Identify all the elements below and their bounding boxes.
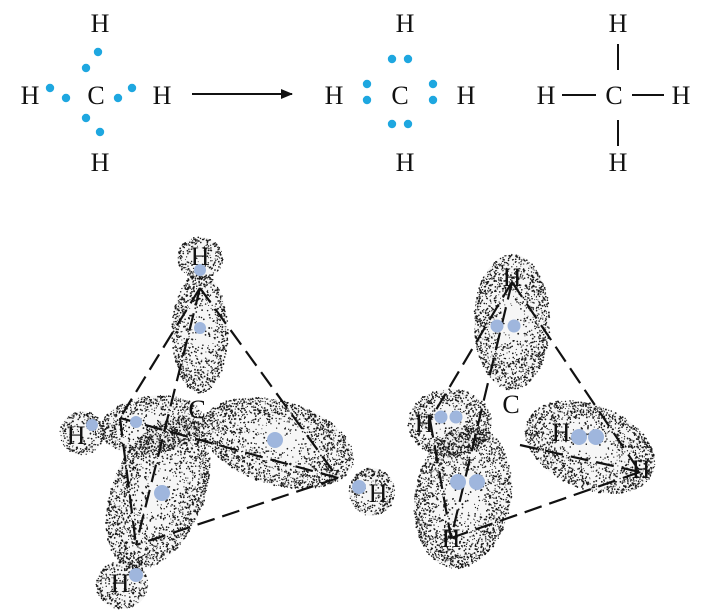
valence-electron-dots — [45, 47, 137, 137]
hydrogen-right-label: H — [672, 81, 691, 110]
hydrogen-top-label: H — [191, 242, 210, 271]
hydrogen-right-label: H — [153, 81, 172, 110]
hydrogen-left-label: H — [325, 81, 344, 110]
stipple-dots — [100, 394, 204, 455]
hydrogen-right-label: H — [457, 81, 476, 110]
stipple-dots — [407, 388, 492, 458]
hydrogen-bottom-label: H — [442, 524, 461, 553]
bonded-methane-orbital-model: H H C H H H — [407, 253, 656, 570]
carbon-sp3-lobes — [100, 273, 355, 570]
carbon-center-label: C — [188, 395, 205, 424]
carbon-label: C — [391, 81, 408, 110]
hydrogen-right-label: H — [632, 455, 651, 484]
separate-atoms-lewis: H H C H H — [21, 9, 172, 177]
stipple-dots — [105, 416, 211, 570]
hydrogen-top-label: H — [609, 9, 628, 38]
hydrogen-bottom-label: H — [91, 148, 110, 177]
carbon-label: C — [605, 81, 622, 110]
bonding-orbital-lobes — [407, 253, 656, 570]
hydrogen-top-label: H — [396, 9, 415, 38]
hydrogen-bottom-label: H — [396, 148, 415, 177]
single-bond-lines — [562, 44, 664, 146]
hydrogen-middle-label: H — [552, 418, 571, 447]
hydrogen-left-label: H — [21, 81, 40, 110]
stipple-dots — [413, 425, 513, 570]
shared-electron-pairs — [362, 54, 438, 129]
orbital-electrons — [86, 264, 366, 582]
hydrogen-bottom-label: H — [609, 148, 628, 177]
methane-lewis-structure: H H C H H — [325, 9, 476, 177]
hydrogen-bottom-label: H — [111, 569, 130, 598]
carbon-label: C — [87, 81, 104, 110]
hydrogen-right-label: H — [369, 479, 388, 508]
carbon-center-label: C — [502, 390, 519, 419]
hydrogen-left-label: H — [537, 81, 556, 110]
stipple-dots — [201, 396, 355, 490]
hydrogen-top-label: H — [91, 9, 110, 38]
tetrahedron-edges — [118, 287, 339, 547]
separated-orbital-model: H C H H H — [59, 236, 396, 610]
hydrogen-top-label: H — [503, 263, 522, 292]
stipple-dots — [524, 400, 656, 494]
methane-structural-formula: H H C H H — [537, 9, 691, 177]
hydrogen-left-label: H — [415, 409, 434, 438]
bonding-electron-pairs — [434, 319, 604, 490]
hydrogen-left-label: H — [67, 421, 86, 450]
